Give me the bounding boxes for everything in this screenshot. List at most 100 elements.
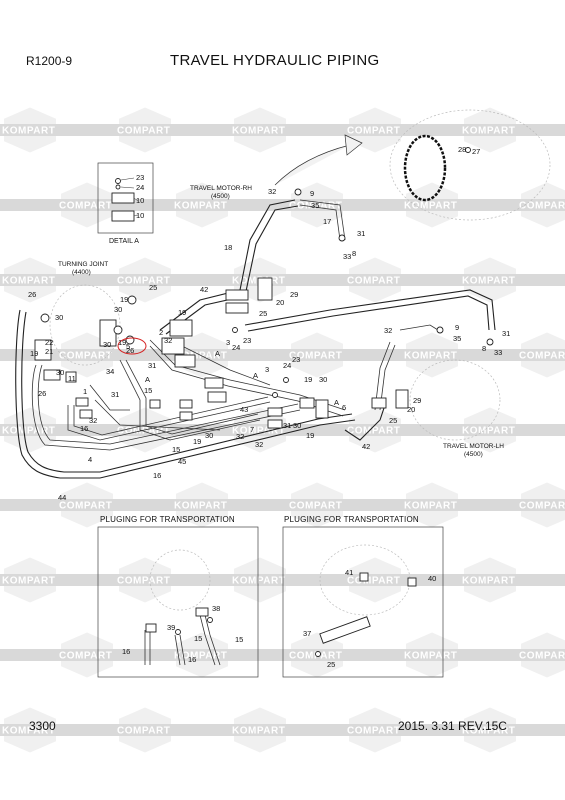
callout-c37: 37 <box>303 629 311 638</box>
callout-c40: 40 <box>428 574 436 583</box>
pluging-right-title: PLUGING FOR TRANSPORTATION <box>284 515 419 524</box>
callout-c26c: 26 <box>38 389 46 398</box>
callout-c18: 18 <box>224 243 232 252</box>
callout-cA4: A <box>334 398 339 407</box>
callout-c30e: 30 <box>205 431 213 440</box>
callout-c31c: 31 <box>148 361 156 370</box>
watermark-text: COMPART <box>519 501 565 512</box>
callout-c30g: 30 <box>293 421 301 430</box>
watermark-text: COMPART <box>289 651 342 662</box>
callout-c41: 41 <box>345 568 353 577</box>
watermark-text: COMPART <box>289 201 342 212</box>
callout-c21: 21 <box>45 347 53 356</box>
callout-c25a: 25 <box>149 283 157 292</box>
callout-c24c: 24 <box>283 361 291 370</box>
watermark-text: KOMPART <box>232 126 285 137</box>
watermark-band <box>0 124 565 136</box>
callout-c31a: 31 <box>357 229 365 238</box>
callout-c20: 20 <box>276 298 284 307</box>
callout-c32d: 32 <box>236 432 244 441</box>
watermark-text: KOMPART <box>462 126 515 137</box>
travel-motor-lh-label: TRAVEL MOTOR-LH <box>443 443 504 450</box>
callout-c31e: 31 <box>502 329 510 338</box>
watermark-text: KOMPART <box>174 201 227 212</box>
callout-c30c: 30 <box>103 340 111 349</box>
callout-c24a: 24 <box>136 183 144 192</box>
callout-c23a: 23 <box>136 173 144 182</box>
watermark-band <box>0 424 565 436</box>
callout-c30f: 30 <box>319 375 327 384</box>
revision-date: 2015. 3.31 REV.15C <box>398 719 507 733</box>
watermark-text: COMPART <box>59 201 112 212</box>
watermark-text: KOMPART <box>2 426 55 437</box>
watermark-text: COMPART <box>117 126 170 137</box>
callout-c16a: 16 <box>80 424 88 433</box>
travel-motor-rh-outline <box>274 109 551 221</box>
callout-c35b: 35 <box>453 334 461 343</box>
callout-c30d: 30 <box>56 368 64 377</box>
callout-c26a: 26 <box>28 290 36 299</box>
callout-c23c: 23 <box>292 355 300 364</box>
callout-c30b: 30 <box>114 305 122 314</box>
callout-c19b: 19 <box>118 338 126 347</box>
callout-c16b: 16 <box>153 471 161 480</box>
callout-c9a: 9 <box>310 189 314 198</box>
callout-c19a: 19 <box>120 295 128 304</box>
callout-c43: 43 <box>240 405 248 414</box>
watermark-text: KOMPART <box>462 426 515 437</box>
callout-c5: 5 <box>126 342 130 351</box>
callout-c20b: 20 <box>407 405 415 414</box>
callout-c3b: 3 <box>265 365 269 374</box>
callout-c19e: 19 <box>193 437 201 446</box>
callout-cA3: A <box>253 371 258 380</box>
callout-c1: 1 <box>83 387 87 396</box>
page-number: 3300 <box>29 719 56 733</box>
callout-c32f: 32 <box>384 326 392 335</box>
watermark-text: KOMPART <box>462 576 515 587</box>
callout-c16c: 16 <box>122 647 130 656</box>
callout-c38: 38 <box>212 604 220 613</box>
callout-c25d: 25 <box>327 660 335 669</box>
watermark-text: KOMPART <box>232 576 285 587</box>
detail-a-box <box>97 162 154 234</box>
watermark-text: COMPART <box>117 576 170 587</box>
watermark-text: COMPART <box>117 276 170 287</box>
callout-c29a: 29 <box>290 290 298 299</box>
hydraulic-lines <box>15 199 496 479</box>
callout-c8b: 8 <box>482 344 486 353</box>
travel-motor-rh-label: TRAVEL MOTOR-RH <box>190 185 252 192</box>
watermark-text: COMPART <box>519 201 565 212</box>
callout-c10a: 10 <box>136 196 144 205</box>
watermark-text: KOMPART <box>2 276 55 287</box>
callout-c30a: 30 <box>55 313 63 322</box>
callout-c19g: 19 <box>306 431 314 440</box>
callout-c11: 11 <box>68 374 76 383</box>
watermark-band <box>0 274 565 286</box>
watermark-text: KOMPART <box>404 351 457 362</box>
callout-c9b: 9 <box>455 323 459 332</box>
callout-cA1: A <box>145 375 150 384</box>
travel-motor-lh-outline <box>409 359 501 441</box>
fittings <box>40 147 494 429</box>
callout-c8a: 8 <box>352 249 356 258</box>
callout-c17: 17 <box>323 217 331 226</box>
callout-c22: 22 <box>45 338 53 347</box>
watermark-text: COMPART <box>289 501 342 512</box>
watermark-text: KOMPART <box>174 501 227 512</box>
callout-c28: 28 <box>458 145 466 154</box>
turning-joint-code: (4400) <box>72 269 91 276</box>
watermark-text: COMPART <box>117 726 170 737</box>
watermark-band <box>0 499 565 511</box>
callout-c32c: 32 <box>89 416 97 425</box>
watermark: KOMPART COMPART KOMPART COMPART KOMPART COMPA… <box>0 107 565 753</box>
callout-c34: 34 <box>106 367 114 376</box>
callout-c25b: 25 <box>259 309 267 318</box>
pluging-box-left <box>97 526 259 678</box>
callout-c25c: 25 <box>389 416 397 425</box>
watermark-text: KOMPART <box>404 501 457 512</box>
pluging-left-title: PLUGING FOR TRANSPORTATION <box>100 515 235 524</box>
callout-c7: 7 <box>250 425 254 434</box>
watermark-text: KOMPART <box>404 651 457 662</box>
watermark-text: KOMPART <box>2 126 55 137</box>
